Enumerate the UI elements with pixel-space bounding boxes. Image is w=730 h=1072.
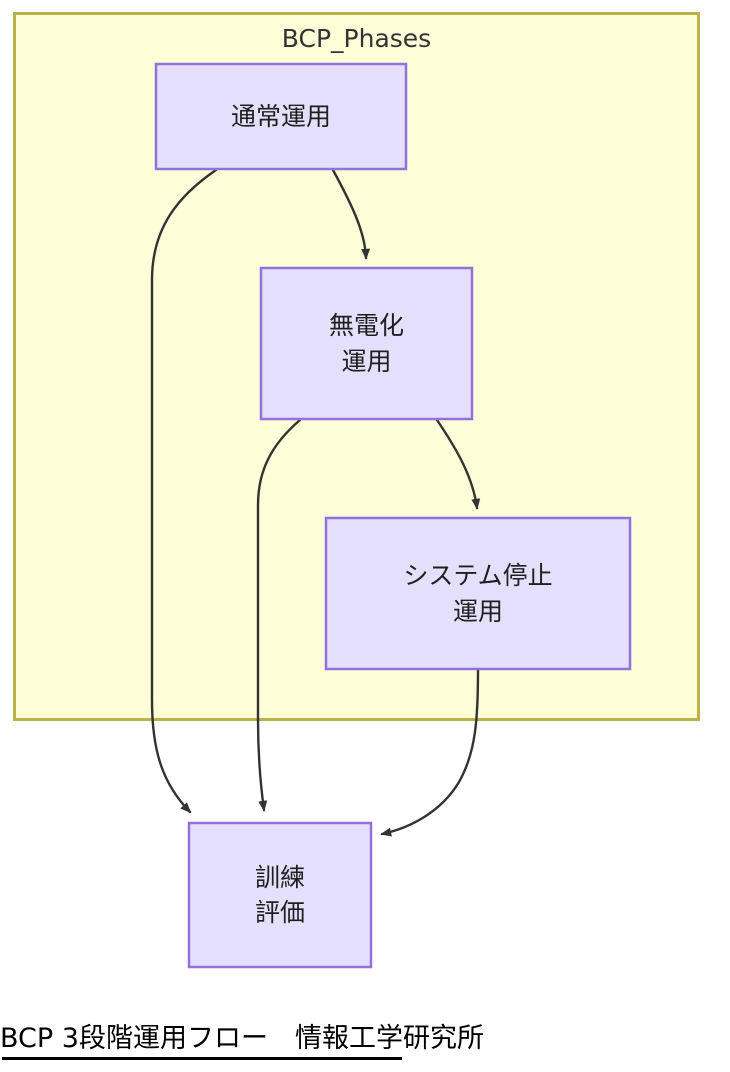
edge-systemstop-to-training	[380, 668, 480, 837]
edge-normal-to-training	[150, 168, 218, 814]
node-layer	[154, 62, 632, 969]
node-system-stop-operation[interactable]	[324, 516, 632, 671]
edge-nopower-to-training	[256, 418, 302, 812]
subgraph-title: BCP_Phases	[281, 24, 432, 53]
edge-layer	[150, 168, 481, 837]
node-normal-operation[interactable]	[154, 62, 408, 171]
figure-caption: BCP 3段階運用フロー 情報工学研究所	[0, 1023, 484, 1054]
figure-caption-underline	[2, 1057, 402, 1060]
edge-nopower-to-systemstop	[435, 418, 481, 510]
edge-normal-to-nopower	[331, 168, 371, 260]
node-training-evaluation[interactable]	[187, 821, 373, 969]
node-no-power-operation[interactable]	[259, 266, 474, 421]
